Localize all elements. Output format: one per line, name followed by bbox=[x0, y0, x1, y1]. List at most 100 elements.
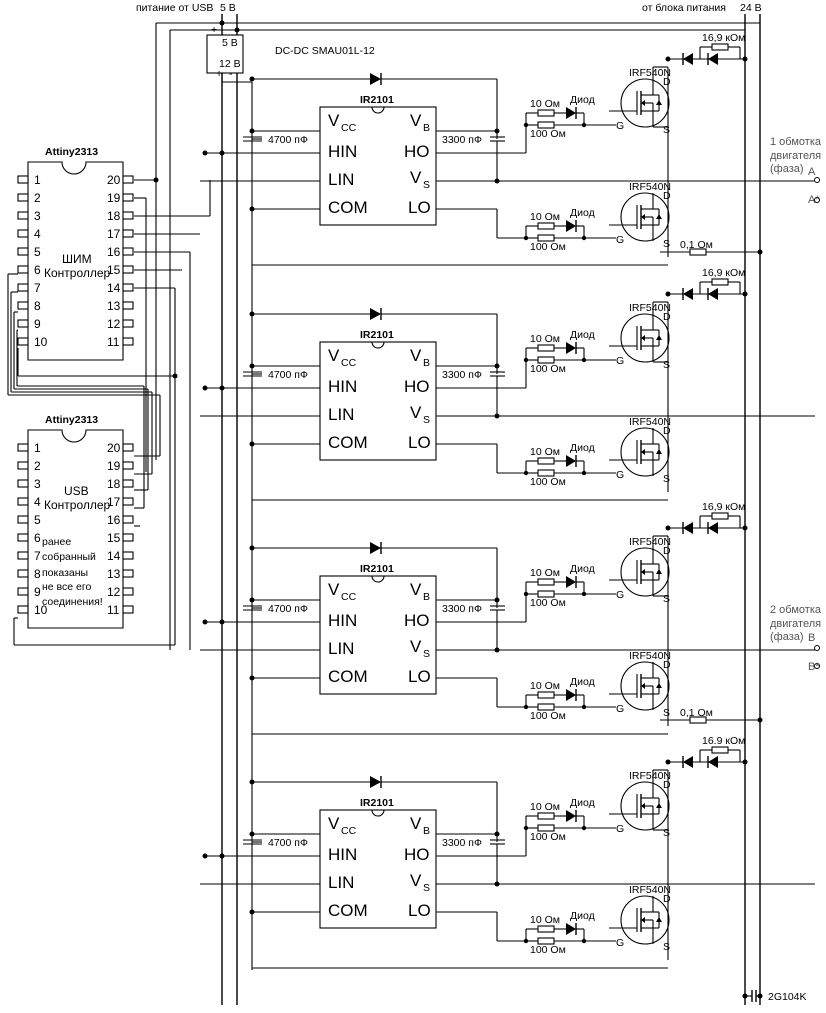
driver-vs-pin: V bbox=[410, 403, 422, 422]
terminal-A bbox=[814, 177, 820, 183]
usb-power-voltage: 5 В bbox=[220, 2, 236, 14]
mosfet-drain-label: D bbox=[663, 190, 671, 202]
pwm-pin-right-8: 13 bbox=[107, 299, 121, 313]
pwm-pin-left-10: 10 bbox=[34, 335, 48, 349]
gate-diode-label: Диод bbox=[570, 676, 595, 688]
pwm-chip-label-2: Контроллер bbox=[44, 266, 111, 280]
gate-res-10-label: 10 Ом bbox=[530, 98, 560, 110]
snubber-res-label: 16,9 кОм bbox=[702, 267, 745, 279]
dcdc-in-label: 5 В bbox=[222, 37, 238, 49]
driver-vs-sub: S bbox=[423, 648, 430, 660]
pwm-pin-right-6: 15 bbox=[107, 263, 121, 277]
gate-res-10-label: 10 Ом bbox=[530, 680, 560, 692]
dcdc-converter: 5 В 12 В + - + - DC-DC SMAU01L-12 bbox=[206, 20, 375, 83]
phase-a-star-label: A* bbox=[808, 194, 820, 206]
driver-vcc-cap-label: 4700 пФ bbox=[268, 603, 308, 615]
supply-power-voltage: 24 В bbox=[740, 2, 762, 14]
mosfet-source-label: S bbox=[663, 238, 670, 250]
pwm-pin-right-2: 19 bbox=[107, 191, 121, 205]
driver-ho-pin: HO bbox=[404, 611, 430, 630]
driver-vs-pin: V bbox=[410, 871, 422, 890]
pwm-pin-right-1: 20 bbox=[107, 173, 121, 187]
phase-b-label: B bbox=[808, 632, 815, 644]
driver-vb-pin: V bbox=[410, 111, 422, 130]
driver-boot-cap-label: 3300 пФ bbox=[442, 134, 482, 146]
usb-power-label: питание от USB bbox=[136, 2, 213, 14]
driver-vcc-pin: V bbox=[328, 814, 340, 833]
winding1-line-1: 1 обмотка bbox=[770, 136, 822, 148]
usb-chip-note-1: ранее bbox=[42, 536, 71, 548]
pwm-pin-left-8: 8 bbox=[34, 299, 41, 313]
usb-pin-right-3: 18 bbox=[107, 477, 121, 491]
winding2-line-2: двигателя bbox=[770, 618, 821, 630]
usb-pin-right-10: 11 bbox=[107, 603, 120, 617]
snubber-res-label: 16,9 кОм bbox=[702, 32, 745, 44]
mosfet-drain-label: D bbox=[663, 779, 671, 791]
gate-res-100-label: 100 Ом bbox=[530, 241, 566, 253]
winding2-line-1: 2 обмотка bbox=[770, 604, 822, 616]
gate-diode-label: Диод bbox=[570, 207, 595, 219]
usb-chip-note-4: не все его bbox=[42, 581, 91, 593]
usb-pin-right-1: 20 bbox=[107, 441, 121, 455]
usb-pin-left-2: 2 bbox=[34, 459, 41, 473]
mosfet-drain-label: D bbox=[663, 893, 671, 905]
gate-res-10-label: 10 Ом bbox=[530, 567, 560, 579]
driver-name: IR2101 bbox=[360, 329, 394, 341]
driver-ho-pin: HO bbox=[404, 845, 430, 864]
mosfet-name: IRF540N bbox=[629, 302, 671, 314]
driver-hin-pin: HIN bbox=[328, 142, 357, 161]
supply-power-label-group: от блока питания 24 В bbox=[642, 2, 762, 14]
usb-pin-left-4: 4 bbox=[34, 495, 41, 509]
driver-name: IR2101 bbox=[360, 563, 394, 575]
mosfet-name: IRF540N bbox=[629, 67, 671, 79]
driver-vcc-sub: CC bbox=[341, 357, 357, 369]
driver-vcc-pin: V bbox=[328, 346, 340, 365]
driver-name: IR2101 bbox=[360, 94, 394, 106]
mosfet-drain-label: D bbox=[663, 76, 671, 88]
gate-res-10-label: 10 Ом bbox=[530, 446, 560, 458]
pwm-pin-left-1: 1 bbox=[34, 173, 41, 187]
mosfet-source-label: S bbox=[663, 473, 670, 485]
pwm-pin-left-4: 4 bbox=[34, 227, 41, 241]
gate-res-10-label: 10 Ом bbox=[530, 801, 560, 813]
driver-name: IR2101 bbox=[360, 797, 394, 809]
driver-vcc-sub: CC bbox=[341, 825, 357, 837]
driver-vs-pin: V bbox=[410, 168, 422, 187]
usb-chip-title: Attiny2313 bbox=[45, 414, 98, 426]
usb-pin-right-8: 13 bbox=[107, 567, 121, 581]
usb-pin-left-3: 3 bbox=[34, 477, 41, 491]
shunt-label: 0,1 Ом bbox=[680, 707, 713, 719]
driver-lo-pin: LO bbox=[408, 198, 431, 217]
driver-vcc-sub: CC bbox=[341, 591, 357, 603]
gate-res-100-label: 100 Ом bbox=[530, 831, 566, 843]
pwm-pin-left-7: 7 bbox=[34, 281, 41, 295]
pwm-pin-left-2: 2 bbox=[34, 191, 41, 205]
dcdc-name: DC-DC SMAU01L-12 bbox=[275, 45, 375, 57]
driver-lo-pin: LO bbox=[408, 433, 431, 452]
motor-winding-2: 2 обмотка двигателя (фаза) B B* bbox=[770, 604, 822, 673]
mosfet-source-label: S bbox=[663, 359, 670, 371]
dcdc-plus-out: + bbox=[216, 68, 222, 80]
driver-boot-cap-label: 3300 пФ bbox=[442, 369, 482, 381]
gate-diode-label: Диод bbox=[570, 94, 595, 106]
driver-vb-sub: B bbox=[423, 122, 430, 134]
mosfet-drain-label: D bbox=[663, 311, 671, 323]
output-cap-label: 2G104K bbox=[768, 991, 807, 1003]
driver-hin-pin: HIN bbox=[328, 377, 357, 396]
usb-pin-right-9: 12 bbox=[107, 585, 121, 599]
gate-res-10-label: 10 Ом bbox=[530, 914, 560, 926]
